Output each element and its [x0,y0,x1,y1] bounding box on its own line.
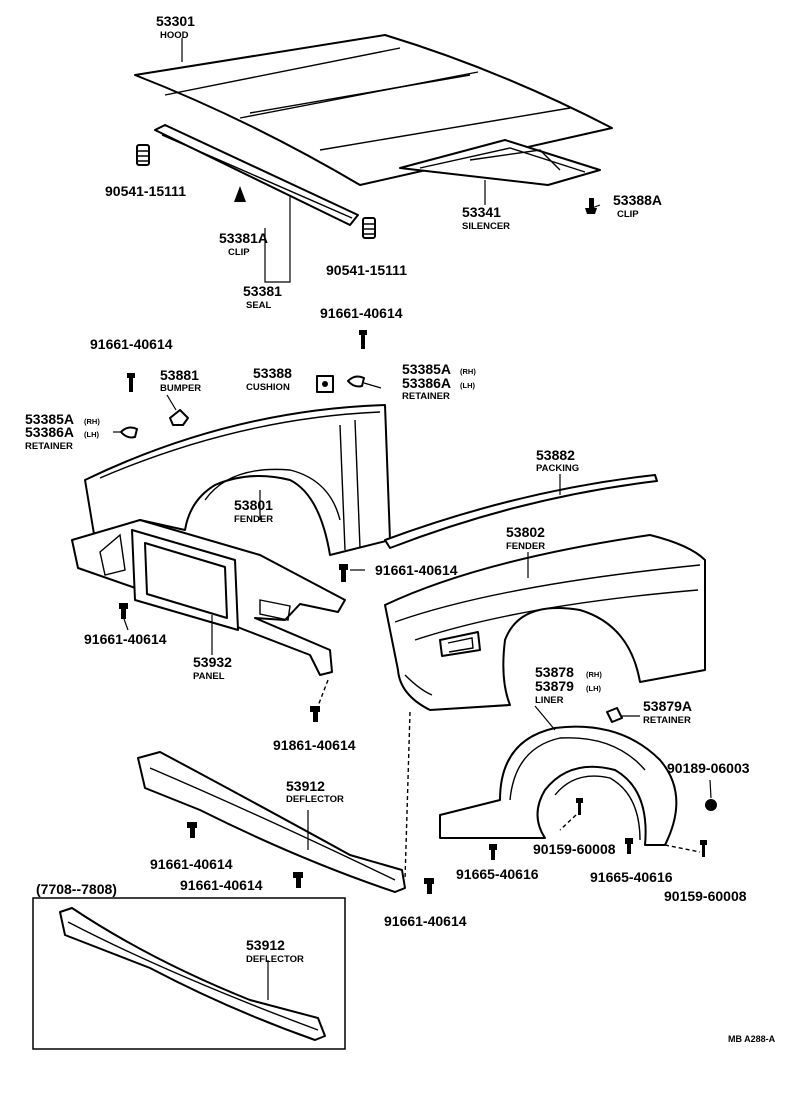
bolt-mid-left-number: 91661-40614 [84,631,167,647]
bolt-mid-right-icon [339,564,348,582]
plug-lower-number: 90541-15111 [326,262,407,278]
fender-right-number: 53802 [506,524,545,540]
retainer-right-name: RETAINER [402,391,450,402]
retainer-53879a-name: RETAINER [643,715,691,726]
retainer-right-side-lh: (LH) [460,381,475,390]
leader-lines [113,38,712,1000]
screw-90159-b-number: 90159-60008 [664,888,747,904]
hood-drawing [134,34,613,186]
bumper-icon [169,409,189,426]
screw-90159-a-number: 90159-60008 [533,841,616,857]
screw-90189-number: 90189-06003 [667,760,750,776]
retainer-left-number-rh: 53385A [25,411,74,427]
seal-drawing [154,124,359,226]
bumper-name: BUMPER [160,383,201,394]
retainer-left-side-lh: (LH) [84,430,99,439]
inset-box [32,897,346,1050]
seal-name: SEAL [246,300,272,311]
liner-side-lh: (LH) [586,684,601,693]
bumper-number: 53881 [160,367,199,383]
retainer-53879a-number: 53879A [643,698,692,714]
reference-code: MB A288-A [728,1034,776,1044]
deflector-drawing [137,751,406,893]
hood-number: 53301 [156,13,195,29]
clip-53381a-icon [234,186,246,202]
retainer-left-name: RETAINER [25,441,73,452]
plug-upper-left-icon [136,144,150,166]
cushion-number: 53388 [253,365,292,381]
bolt-91665-a-icon [489,844,497,860]
retainer-right-icon [347,375,365,388]
fender-left-name: FENDER [234,514,273,525]
seal-bracket-line [264,195,291,283]
bolt-top-left-number: 91661-40614 [90,336,173,352]
inset-date-range: (7708--7808) [36,881,117,897]
packing-name: PACKING [536,463,579,474]
retainer-right-number-lh: 53386A [402,375,451,391]
liner-name: LINER [535,695,564,706]
bolt-mid-right-number: 91661-40614 [375,562,458,578]
screw-90159-b-icon [700,840,707,857]
plug-upper-left-number: 90541-15111 [105,183,186,199]
bolt-deflector-b-icon [293,872,303,888]
inset-deflector-name: DEFLECTOR [246,954,304,965]
retainer-left-number-lh: 53386A [25,424,74,440]
inset-deflector-number: 53912 [246,937,285,953]
liner-number-rh: 53878 [535,664,574,680]
clip-53381a-name: CLIP [228,247,250,258]
bolt-top-center-icon [359,330,367,349]
screw-90159-a-icon [576,798,583,815]
hood-name: HOOD [160,30,189,41]
panel-name: PANEL [193,671,225,682]
bolt-mid-left-icon [119,603,128,619]
bolt-top-center-number: 91661-40614 [320,305,403,321]
bolt-deflector-c-icon [424,878,434,894]
clip-53388a-icon [585,198,597,214]
seal-number: 53381 [243,283,282,299]
bolt-91665-b-icon [625,838,633,854]
silencer-name: SILENCER [462,221,510,232]
bolt-deflector-b-number: 91661-40614 [180,877,263,893]
bolt-top-left-icon [127,373,135,392]
bolt-panel-bottom-icon [310,706,320,722]
bolt-91665-b-number: 91665-40616 [590,869,673,885]
retainer-53879a-icon [606,707,623,723]
retainer-left-side-rh: (RH) [84,417,100,426]
assembly-dash-lines [317,679,701,881]
retainer-right-side-rh: (RH) [460,367,476,376]
bolt-deflector-c-number: 91661-40614 [384,913,467,929]
screw-90189-icon [705,799,717,811]
deflector-number: 53912 [286,778,325,794]
clip-53381a-number: 53381A [219,230,268,246]
cushion-icon [316,375,334,393]
cushion-name: CUSHION [246,382,290,393]
panel-number: 53932 [193,654,232,670]
fender-apron-drawing [84,404,391,556]
fender-right-name: FENDER [506,541,545,552]
fender-right-drawing [384,534,706,711]
bolt-panel-bottom-number: 91861-40614 [273,737,356,753]
deflector-name: DEFLECTOR [286,794,344,805]
silencer-number: 53341 [462,204,501,220]
packing-number: 53882 [536,447,575,463]
fender-left-number: 53801 [234,497,273,513]
liner-drawing [439,725,678,846]
retainer-left-icon [120,426,138,439]
packing-drawing [384,474,658,549]
clip-53388a-name: CLIP [617,209,639,220]
retainer-right-number-rh: 53385A [402,361,451,377]
bolt-91665-a-number: 91665-40616 [456,866,539,882]
inset-deflector-drawing [59,907,326,1041]
liner-number-lh: 53879 [535,678,574,694]
plug-lower-icon [362,217,376,239]
clip-53388a-number: 53388A [613,192,662,208]
bolt-deflector-a-number: 91661-40614 [150,856,233,872]
liner-side-rh: (RH) [586,670,602,679]
bolt-deflector-a-icon [187,822,197,838]
panel-drawing [71,519,346,676]
